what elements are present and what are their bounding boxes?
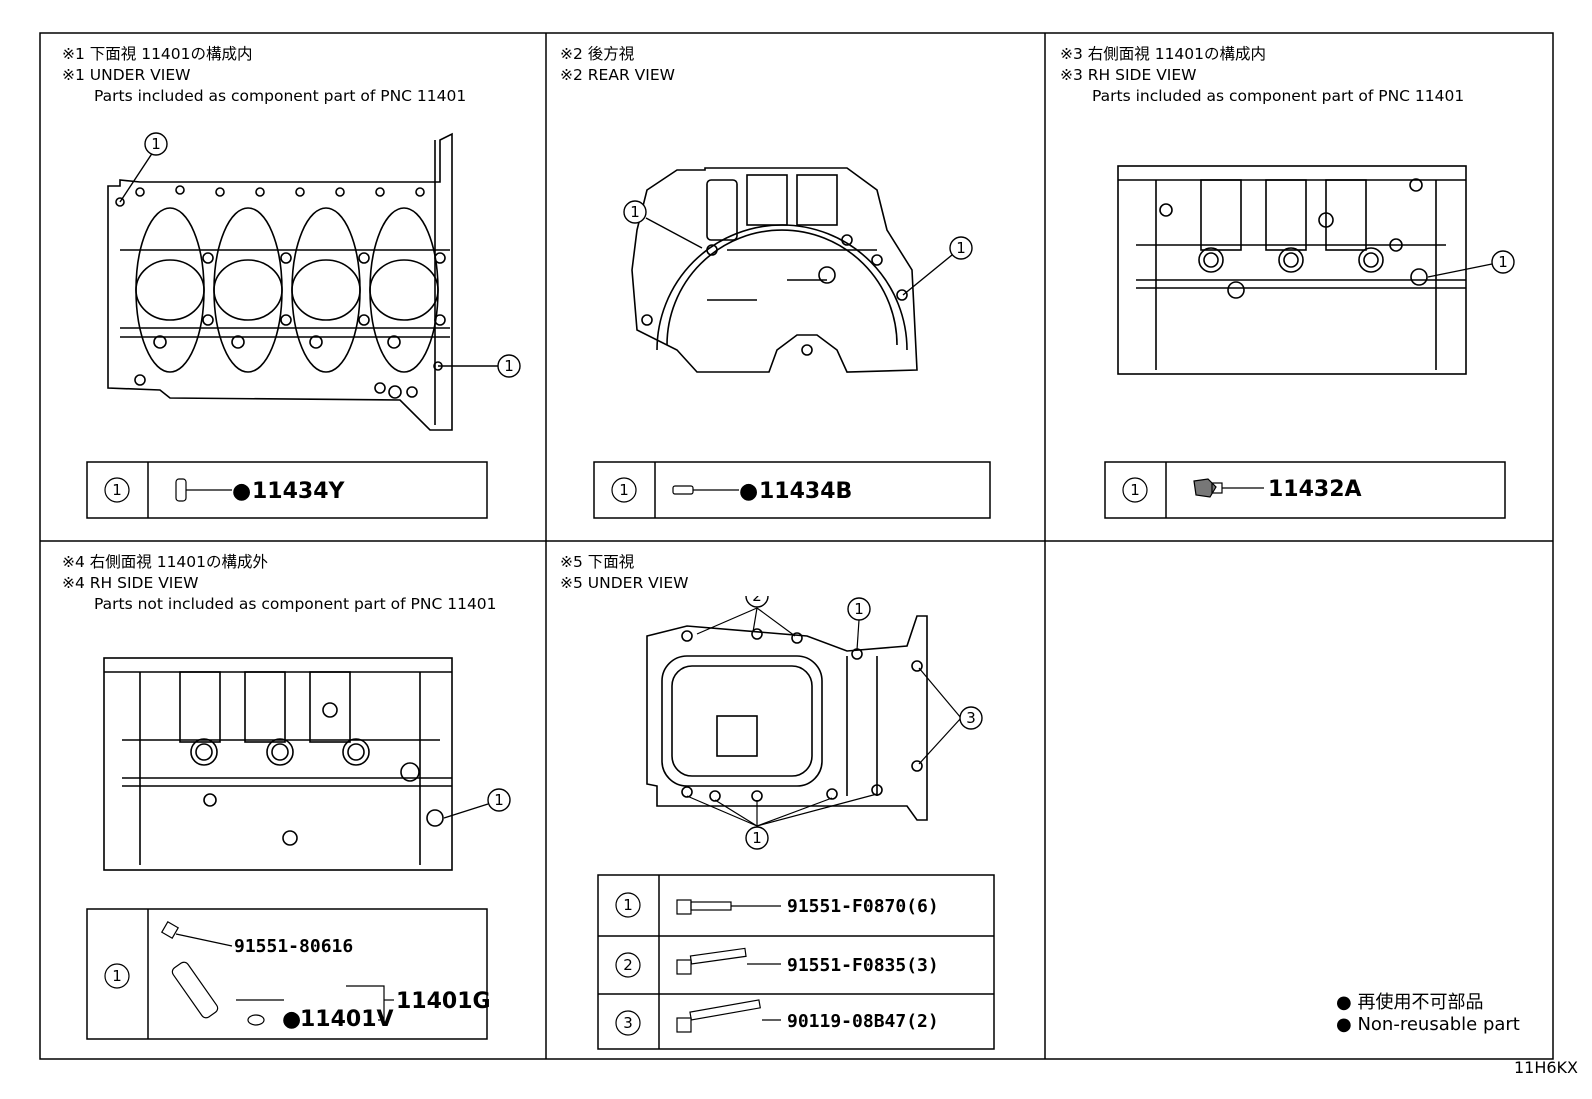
panel-4-callout-a: 1: [494, 791, 504, 809]
panel-2-parts-table: 1 ● 11434B: [593, 461, 991, 519]
panel-3-note: Parts included as component part of PNC …: [1092, 87, 1465, 105]
panel-4-title-ja: ※4 右側面視 11401の構成外: [62, 553, 269, 571]
panel-3-part-number: 11432A: [1268, 477, 1362, 502]
panel-3-table-callout: 1: [1130, 481, 1140, 499]
panel-1-title-ja: ※1 下面視 11401の構成内: [62, 45, 253, 63]
row-2-callout: 2: [623, 956, 633, 974]
panel-3-callout-a: 1: [1498, 253, 1508, 271]
row-3-callout: 3: [623, 1014, 633, 1032]
panel-2-non-reusable-marker: ●: [739, 479, 758, 504]
row-3-part-number: 90119-08B47(2): [787, 1011, 939, 1032]
panel-1-table-callout: 1: [112, 481, 122, 499]
panel-3-drawing: 1: [1117, 165, 1515, 375]
panel-2-table-callout: 1: [619, 481, 629, 499]
panel-1-callout-a: 1: [151, 135, 161, 153]
panel-3-title-en: ※3 RH SIDE VIEW: [1060, 66, 1197, 84]
bolt-icon: [160, 920, 233, 947]
panel-1-header: ※1 下面視 11401の構成内 ※1 UNDER VIEW Parts inc…: [62, 44, 466, 107]
panel-4-bolt-part-number: 91551-80616: [234, 936, 353, 957]
table-row: 1 91551-F0870(6): [615, 892, 939, 918]
panel-1-non-reusable-marker: ●: [232, 479, 251, 504]
panel-1-note: Parts included as component part of PNC …: [94, 87, 467, 105]
table-row: 2 91551-F0835(3): [615, 947, 939, 978]
panel-5-drawing: 2 1 3 1: [646, 596, 983, 850]
panel-5-title-en: ※5 UNDER VIEW: [560, 574, 689, 592]
panel-5-parts-table: 1 91551-F0870(6) 2 91551-F0835(3) 3: [597, 874, 995, 1050]
panel-2-title-ja: ※2 後方視: [560, 45, 635, 63]
straight-pin-icon: [672, 485, 739, 495]
panel-2-callout-a: 1: [630, 203, 640, 221]
panel-2-callout-b: 1: [956, 239, 966, 257]
row-1-callout: 1: [623, 896, 633, 914]
panel-5-callout-3: 3: [966, 709, 976, 727]
panel-5-callout-1-top: 1: [854, 600, 864, 618]
legend-marker-icon: ●: [1336, 1014, 1352, 1035]
panel-4-drawing: 1: [103, 657, 511, 871]
panel-3-parts-table: 1 11432A: [1104, 461, 1506, 519]
panel-2-drawing: 1 1: [623, 167, 973, 373]
panel-3-title-ja: ※3 右側面視 11401の構成内: [1060, 45, 1267, 63]
document-id: 11H6KX: [1513, 1058, 1578, 1077]
plug-icon: [1193, 478, 1264, 498]
row-2-part-number: 91551-F0835(3): [787, 955, 939, 976]
panel-4-assembly-part-number: 11401G: [396, 989, 490, 1014]
panel-4-note: Parts not included as component part of …: [94, 595, 497, 613]
long-bolt-icon: [676, 999, 781, 1033]
legend-marker-icon: ●: [1336, 992, 1352, 1013]
panel-1-title-en: ※1 UNDER VIEW: [62, 66, 191, 84]
legend-ja: ● 再使用不可部品: [1336, 988, 1483, 1014]
row-1-part-number: 91551-F0870(6): [787, 896, 939, 917]
panel-1-parts-table: 1 ● 11434Y: [86, 461, 488, 519]
panel-5-callout-2: 2: [752, 596, 762, 605]
panel-1-callout-b: 1: [504, 357, 514, 375]
panel-1-part-number: 11434Y: [252, 479, 346, 504]
short-bolt-icon: [676, 899, 781, 915]
panel-4-parts-table: 1 91551-80616 ● 11401V 11401G: [86, 908, 490, 1040]
panel-3-header: ※3 右側面視 11401の構成内 ※3 RH SIDE VIEW Parts …: [1060, 44, 1464, 107]
sensor-icon: [171, 961, 284, 1026]
panel-5-callout-1-bottom: 1: [752, 829, 762, 847]
table-row: 3 90119-08B47(2): [615, 999, 939, 1036]
legend-text-ja: 再使用不可部品: [1357, 992, 1484, 1013]
panel-4-non-reusable-marker: ●: [282, 1007, 301, 1032]
panel-4-sensor-part-number: 11401V: [300, 1007, 394, 1032]
dowel-pin-icon: [175, 478, 232, 502]
panel-1-drawing: 1 1: [107, 132, 521, 431]
panel-2-part-number: 11434B: [759, 479, 852, 504]
panel-2-header: ※2 後方視 ※2 REAR VIEW: [560, 44, 675, 86]
panel-5-title-ja: ※5 下面視: [560, 553, 635, 571]
panel-4-header: ※4 右側面視 11401の構成外 ※4 RH SIDE VIEW Parts …: [62, 552, 497, 615]
panel-4-table-callout: 1: [112, 967, 122, 985]
assembly-bracket: [346, 985, 394, 1021]
legend-en: ● Non-reusable part: [1336, 1014, 1520, 1035]
panel-4-title-en: ※4 RH SIDE VIEW: [62, 574, 199, 592]
medium-bolt-icon: [676, 947, 781, 975]
panel-2-title-en: ※2 REAR VIEW: [560, 66, 675, 84]
panel-5-header: ※5 下面視 ※5 UNDER VIEW: [560, 552, 688, 594]
legend-text-en: Non-reusable part: [1357, 1014, 1520, 1035]
